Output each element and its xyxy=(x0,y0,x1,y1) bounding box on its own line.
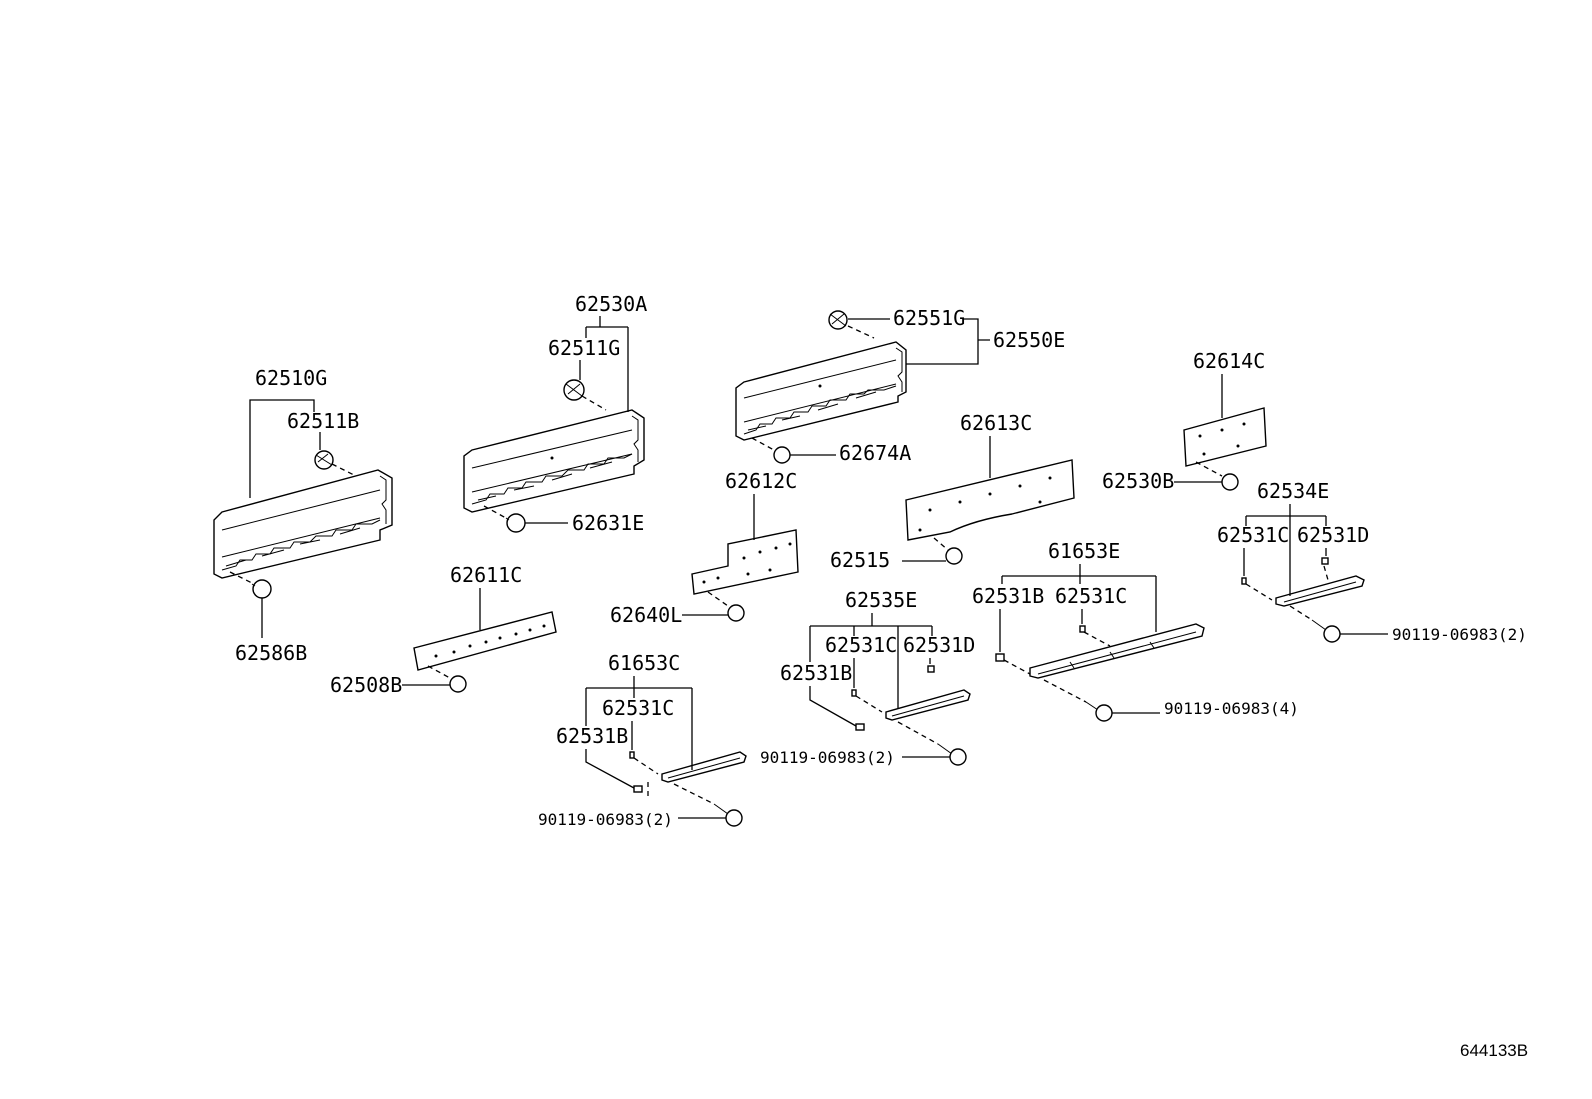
label-62534E: 62534E xyxy=(1257,479,1329,503)
clip-62511G xyxy=(563,379,585,401)
label-62530A: 62530A xyxy=(575,292,647,316)
label-62531D-r: 62531D xyxy=(1297,523,1369,547)
plate-62611C xyxy=(413,611,557,671)
label-62510G: 62510G xyxy=(255,366,327,390)
label-62511B: 62511B xyxy=(287,409,359,433)
label-61653C: 61653C xyxy=(608,651,680,675)
label-bolt-l: 90119-06983(2) xyxy=(538,810,673,829)
label-62531C-m: 62531C xyxy=(1055,584,1127,608)
label-bolt-m: 90119-06983(4) xyxy=(1164,699,1299,718)
plate-62612C xyxy=(691,529,799,595)
clip-62531C-r xyxy=(1241,577,1247,585)
clip-62511B xyxy=(314,450,334,470)
label-62614C: 62614C xyxy=(1193,349,1265,373)
label-62531D-c: 62531D xyxy=(903,633,975,657)
diagram-code: 644133B xyxy=(1460,1041,1528,1060)
clip-62674A xyxy=(773,446,791,464)
label-62551G: 62551G xyxy=(893,306,965,330)
label-62508B: 62508B xyxy=(330,673,402,697)
label-62531B-m: 62531B xyxy=(972,584,1044,608)
label-62531B-c: 62531B xyxy=(780,661,852,685)
label-62515: 62515 xyxy=(830,548,890,572)
clip-62531C-m xyxy=(1079,625,1086,633)
bracket-61653E xyxy=(1029,623,1205,679)
bracket-62534E xyxy=(1275,575,1365,607)
label-62511G: 62511G xyxy=(548,336,620,360)
clip-62508B xyxy=(449,675,467,693)
clip-62531C-l xyxy=(629,751,635,759)
clip-62586B xyxy=(251,579,272,599)
clip-62515 xyxy=(945,547,963,565)
label-bolt-c: 90119-06983(2) xyxy=(760,748,895,767)
label-62674A: 62674A xyxy=(839,441,911,465)
label-62631E: 62631E xyxy=(572,511,644,535)
label-bolt-r: 90119-06983(2) xyxy=(1392,625,1527,644)
clip-62640L xyxy=(727,604,745,622)
clip-62531D-r xyxy=(1321,557,1329,565)
label-62613C: 62613C xyxy=(960,411,1032,435)
clip-62531B-c xyxy=(855,723,865,731)
clip-62530B xyxy=(1221,473,1239,491)
label-62611C: 62611C xyxy=(450,563,522,587)
bolt-90119-r xyxy=(1311,619,1341,643)
panel-62550E xyxy=(735,341,907,441)
bolt-90119-l xyxy=(713,803,743,827)
clip-62531B-m xyxy=(995,653,1005,662)
clip-62551G xyxy=(828,310,848,330)
label-62586B: 62586B xyxy=(235,641,307,665)
label-62612C: 62612C xyxy=(725,469,797,493)
label-62531C-c: 62531C xyxy=(825,633,897,657)
bracket-62535E xyxy=(885,689,971,721)
clip-62531C-c xyxy=(851,689,857,697)
label-62640L: 62640L xyxy=(610,603,682,627)
label-62531B-l: 62531B xyxy=(556,724,628,748)
bracket-61653C xyxy=(661,751,747,783)
clip-62631E xyxy=(505,513,526,533)
plate-62613C xyxy=(905,459,1075,541)
clip-62531D-c xyxy=(927,665,935,673)
label-62535E: 62535E xyxy=(845,588,917,612)
label-62550E: 62550E xyxy=(993,328,1065,352)
label-62531C-l: 62531C xyxy=(602,696,674,720)
plate-62614C xyxy=(1183,407,1267,467)
label-61653E: 61653E xyxy=(1048,539,1120,563)
bolt-90119-c xyxy=(937,743,967,766)
panel-62510G xyxy=(213,469,393,579)
clip-62531B-l xyxy=(633,785,643,793)
panel-62530A xyxy=(463,409,645,513)
label-62531C-r: 62531C xyxy=(1217,523,1289,547)
label-62530B: 62530B xyxy=(1102,469,1174,493)
bolt-90119-m xyxy=(1085,701,1113,722)
